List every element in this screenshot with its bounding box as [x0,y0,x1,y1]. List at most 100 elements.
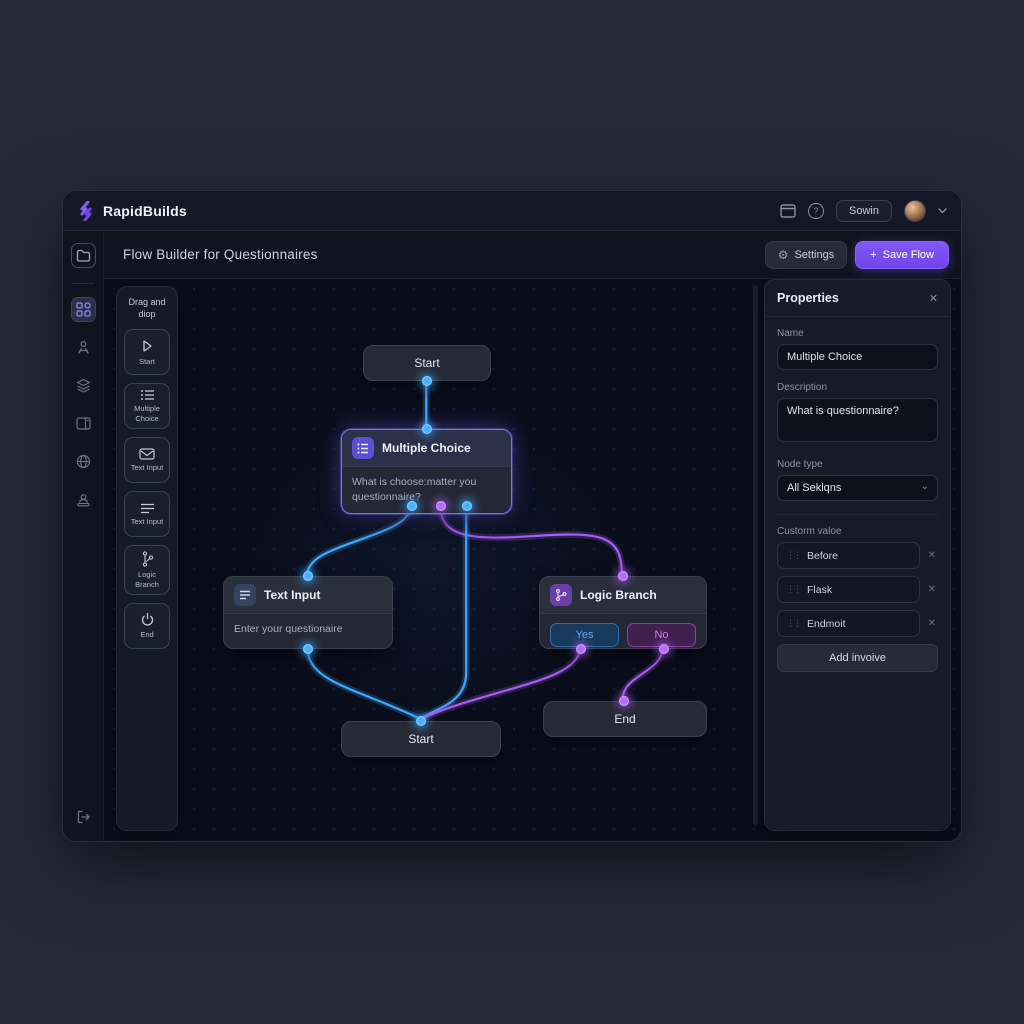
brand: RapidBuilds [77,200,187,221]
port-start-top-out[interactable] [422,376,432,386]
remove-icon[interactable]: ✕ [927,618,936,629]
node-title: Multiple Choice [382,441,471,455]
palette-item-logic-branch[interactable]: Logic Branch [124,545,170,596]
palette-item-text-input-2[interactable]: Text Input [124,491,170,538]
port-ti-out[interactable] [303,644,313,654]
sidebar-item-layers[interactable] [71,373,96,398]
icon-rail [63,231,104,841]
window-icon[interactable] [779,202,796,219]
person-icon [76,340,91,355]
app-window: RapidBuilds ? Sowin [62,190,962,842]
remove-icon[interactable]: ✕ [927,550,936,561]
custom-value-row: ⋮⋮ Before ✕ [777,542,938,569]
node-title: Text Input [264,588,321,602]
drag-handle-icon[interactable]: ⋮⋮ [786,584,802,594]
canvas-scrollbar[interactable] [753,285,758,825]
custom-value-row: ⋮⋮ Flask ✕ [777,576,938,603]
list-icon [140,389,155,401]
globe-icon [76,454,91,469]
branch-icon [550,584,572,606]
sidebar-item-team[interactable] [71,487,96,512]
node-text-input[interactable]: Text Input Enter your questionaire [223,576,393,649]
custom-value-chip[interactable]: ⋮⋮ Endmoit [777,610,920,637]
flow-canvas[interactable]: Start Multiple Choice What is choose:mat… [104,279,961,841]
branch-icon [140,551,154,567]
list-icon [352,437,374,459]
palette-item-text-input[interactable]: Text Input [124,437,170,484]
node-description: What is choose:matter you questionnaire? [352,476,477,504]
port-start-bottom-in[interactable] [416,716,426,726]
custom-value-row: ⋮⋮ Endmoit ✕ [777,610,938,637]
logout-button[interactable] [71,804,96,829]
port-mc-out-right[interactable] [462,501,472,511]
add-value-button[interactable]: Add invoive [777,644,938,672]
grid-icon [75,302,91,317]
node-type-label: Node type [777,459,823,470]
user-avatar[interactable] [904,199,926,222]
node-start-top[interactable]: Start [363,345,491,381]
panel-icon [75,417,91,430]
port-lb-out-no[interactable] [659,644,669,654]
node-placeholder: Enter your questionaire [234,623,343,635]
name-label: Name [777,328,804,339]
team-icon [76,493,91,507]
user-menu-button[interactable]: Sowin [836,199,892,222]
drag-handle-icon[interactable]: ⋮⋮ [786,550,802,560]
custom-value-chip[interactable]: ⋮⋮ Before [777,542,920,569]
sidebar-item-users[interactable] [71,335,96,360]
port-mc-in[interactable] [422,424,432,434]
divider [777,514,938,515]
chevron-down-icon[interactable] [938,207,947,214]
sidebar-item-files[interactable] [70,243,96,268]
node-logic-branch[interactable]: Logic Branch Yes No [539,576,707,649]
gear-icon: ⚙ [777,247,789,262]
palette-item-start[interactable]: Start [124,329,170,376]
power-icon [140,612,155,627]
node-multiple-choice[interactable]: Multiple Choice What is choose:matter yo… [341,429,512,515]
node-title: Logic Branch [580,588,657,602]
page-header: Flow Builder for Questionnaires ⚙ Settin… [104,231,961,279]
settings-button[interactable]: ⚙ Settings [764,240,848,269]
port-end-in[interactable] [619,696,629,706]
port-lb-out-yes[interactable] [576,644,586,654]
node-start-bottom[interactable]: Start [341,721,501,757]
plus-icon: + [870,248,877,261]
custom-value-label: Custorm valoe [777,526,842,537]
help-icon[interactable]: ? [808,202,825,219]
port-ti-in[interactable] [303,571,313,581]
port-mc-out-center[interactable] [436,501,446,511]
save-flow-button[interactable]: + Save Flow [855,240,949,269]
port-lb-in[interactable] [618,571,628,581]
logo-icon [77,200,95,221]
sidebar-item-globe[interactable] [71,449,96,474]
logout-icon [76,810,91,824]
node-end[interactable]: End [543,701,707,737]
edge-layer [304,377,667,722]
play-icon [139,338,155,354]
node-type-select[interactable]: ⌄ [777,475,938,501]
properties-title: Properties [777,291,839,305]
description-label: Description [777,382,828,393]
layers-icon [76,378,91,393]
lines-icon [140,503,155,514]
envelope-icon [139,448,155,460]
sidebar-item-panel[interactable] [71,411,96,436]
branch-no-button[interactable]: No [627,623,696,647]
page-title: Flow Builder for Questionnaires [123,247,318,262]
topbar: RapidBuilds ? Sowin [63,191,961,231]
lines-icon [234,584,256,606]
palette-item-multiple-choice[interactable]: Multiple Choice [124,383,170,430]
description-field[interactable]: What is questionnaire? [777,398,938,442]
name-field[interactable] [777,344,938,370]
sidebar-item-builder[interactable] [70,297,96,322]
port-mc-out-left[interactable] [407,501,417,511]
palette-item-end[interactable]: End [124,603,170,650]
palette-title: Drag and diop [128,297,166,320]
brand-name: RapidBuilds [103,202,187,219]
custom-value-chip[interactable]: ⋮⋮ Flask [777,576,920,603]
rail-divider [72,283,94,284]
drag-handle-icon[interactable]: ⋮⋮ [786,618,802,628]
branch-yes-button[interactable]: Yes [550,623,619,647]
remove-icon[interactable]: ✕ [927,584,936,595]
close-icon[interactable]: ✕ [928,292,938,305]
